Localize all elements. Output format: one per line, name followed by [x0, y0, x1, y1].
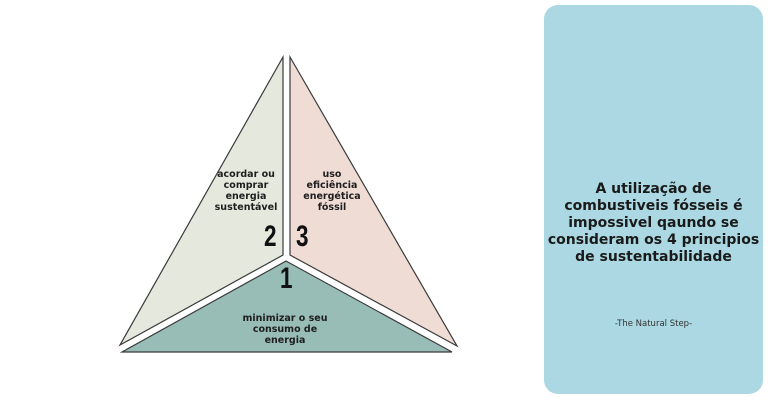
- quote-text: A utilização de combustiveis fósseis é i…: [547, 181, 760, 265]
- section-1-shape: [119, 260, 453, 353]
- quote-source: -The Natural Step-: [614, 319, 693, 329]
- section-3-shape: [289, 54, 459, 348]
- section-1-number: 1: [280, 262, 293, 295]
- section-1-text: minimizar o seu consumo de energia: [242, 313, 328, 346]
- quote-card: A utilização de combustiveis fósseis é i…: [544, 5, 763, 394]
- section-3-text: uso eficiência energética fóssil: [303, 169, 361, 213]
- section-2-text: acordar ou comprar energia sustentável: [214, 169, 278, 213]
- section-3-number: 3: [296, 220, 309, 253]
- section-2-shape: [118, 54, 284, 347]
- section-2-number: 2: [264, 220, 277, 253]
